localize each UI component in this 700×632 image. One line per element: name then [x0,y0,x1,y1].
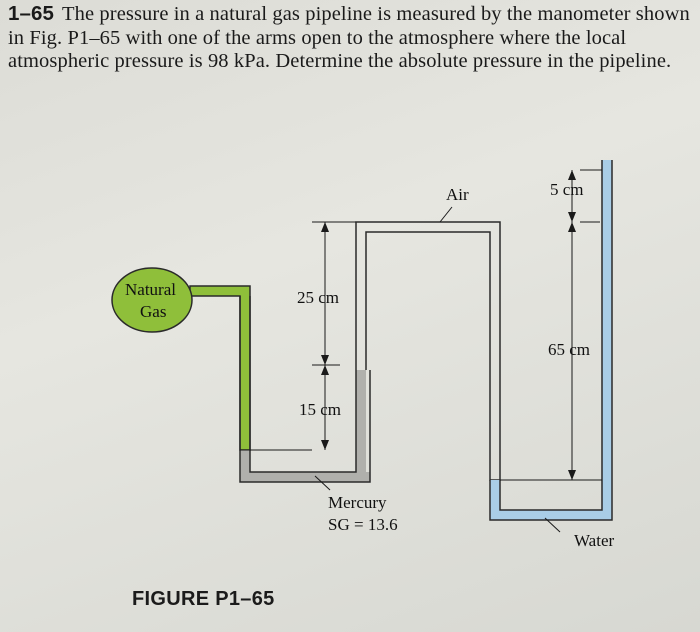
water-right-leg [602,160,612,520]
air-tube [355,221,501,481]
water-u-tube [489,160,613,521]
dimension-lines [240,169,602,481]
dimension-15cm-label: 15 cm [299,400,341,419]
problem-number: 1–65 [8,2,55,25]
water-tube-walls [489,160,613,521]
mercury-tube-walls [239,296,371,483]
water-left-leg [490,480,500,510]
figure-caption: FIGURE P1–65 [132,588,275,610]
natural-gas-label-line1: Natural [125,280,176,299]
mercury-right-leg [356,370,366,482]
dimension-25cm-label: 25 cm [297,288,339,307]
mercury-bottom [240,472,370,482]
gas-tank [111,267,193,333]
problem-text: The pressure in a natural gas pipeline i… [8,3,690,72]
leader-lines [314,206,561,533]
dimension-arrows [321,170,576,480]
air-tube-walls [355,221,501,481]
gas-pipe [189,285,251,451]
air-label: Air [446,185,469,204]
natural-gas-label-line2: Gas [140,302,166,321]
dimension-5cm-label: 5 cm [550,180,584,199]
mercury-u-tube [239,296,371,483]
mercury-label-line1: Mercury [328,493,387,512]
water-bottom [490,510,612,520]
mercury-label-line2: SG = 13.6 [328,515,398,534]
dimension-65cm-label: 65 cm [548,340,590,359]
mercury-left-leg [240,450,250,478]
water-label: Water [574,531,614,550]
natural-gas-vessel [111,267,251,451]
